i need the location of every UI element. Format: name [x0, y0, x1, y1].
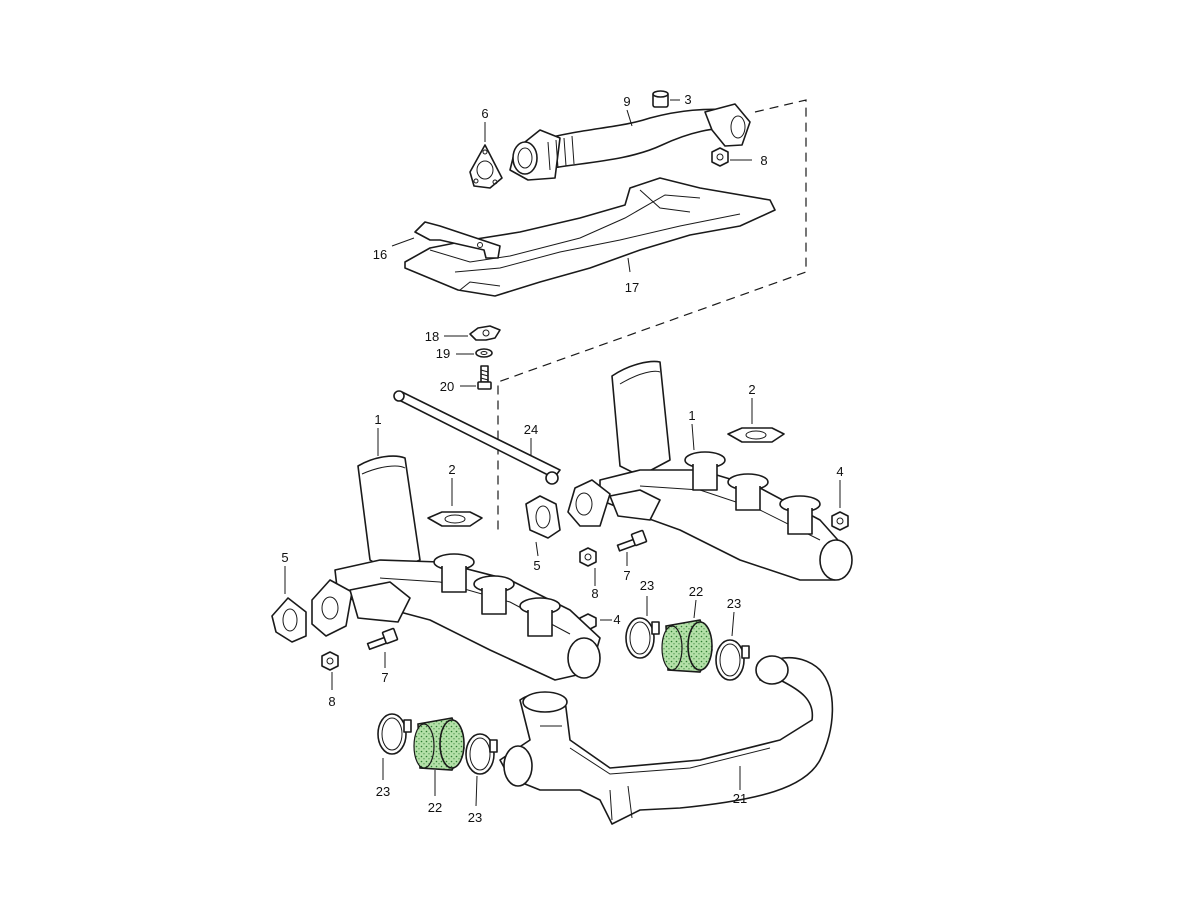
y-pipe-part	[499, 655, 834, 825]
callout-21: 21	[733, 791, 747, 806]
gasket-oval-left-part	[271, 597, 307, 643]
callout-22-upper: 22	[689, 584, 703, 599]
sleeve-lower-part	[413, 717, 465, 771]
gasket-flange-left-part	[427, 511, 483, 527]
nut-left-part	[321, 651, 339, 671]
callout-labels: 9 3 6 8 16 17 18 19 20 1 24 2 1 2 4 5 5 …	[281, 92, 843, 825]
callout-9: 9	[623, 94, 630, 109]
callout-8-top: 8	[760, 153, 767, 168]
front-pipe-part	[509, 103, 751, 181]
heat-exchanger-right-part	[567, 360, 853, 581]
callout-8-left: 8	[328, 694, 335, 709]
callout-6: 6	[481, 106, 488, 121]
callout-4-mid: 4	[613, 612, 620, 627]
heat-exchanger-left-part	[311, 455, 601, 681]
washer-part	[475, 348, 493, 358]
callout-2-left: 2	[448, 462, 455, 477]
callout-23-lower-left: 23	[376, 784, 390, 799]
callout-1-right: 1	[688, 408, 695, 423]
nut-top-part	[711, 147, 729, 167]
callout-2-right: 2	[748, 382, 755, 397]
gasket-oval-center-part	[525, 495, 561, 539]
callout-3: 3	[684, 92, 691, 107]
bolt-mid-part	[616, 529, 648, 552]
clamp-lower-right-part	[465, 733, 498, 775]
clamp-upper-left-part	[625, 617, 660, 659]
callout-5-left: 5	[281, 550, 288, 565]
heat-shield-part	[404, 177, 776, 297]
clamp-upper-right-part	[715, 639, 750, 681]
gasket-flange-right-part	[727, 427, 785, 443]
sleeve-part	[652, 90, 669, 108]
callout-23-upper-left: 23	[640, 578, 654, 593]
bracket-part	[414, 221, 501, 259]
callout-20: 20	[440, 379, 454, 394]
callout-23-upper-right: 23	[727, 596, 741, 611]
callout-16: 16	[373, 247, 387, 262]
bolt-left-part	[366, 627, 399, 651]
gasket-triangle-part	[469, 144, 503, 189]
nut-right-part	[831, 511, 849, 531]
callout-5-center: 5	[533, 558, 540, 573]
callout-19: 19	[436, 346, 450, 361]
nut-mid-part	[579, 547, 597, 567]
leader-lines	[284, 99, 841, 807]
callout-7-mid: 7	[623, 568, 630, 583]
clamp-part	[469, 325, 501, 341]
callout-17: 17	[625, 280, 639, 295]
callout-22-lower: 22	[428, 800, 442, 815]
callout-4-right: 4	[836, 464, 843, 479]
callout-1-left: 1	[374, 412, 381, 427]
callout-8-mid: 8	[591, 586, 598, 601]
callout-23-lower-right: 23	[468, 810, 482, 825]
callout-7-left: 7	[381, 670, 388, 685]
callout-18: 18	[425, 329, 439, 344]
callout-24: 24	[524, 422, 538, 437]
bolt-top-part	[477, 365, 492, 390]
assembly-dashed-lines	[497, 99, 807, 530]
stay-rod-part	[393, 390, 561, 485]
clamp-lower-left-part	[377, 713, 412, 755]
sleeve-upper-part	[661, 619, 713, 673]
